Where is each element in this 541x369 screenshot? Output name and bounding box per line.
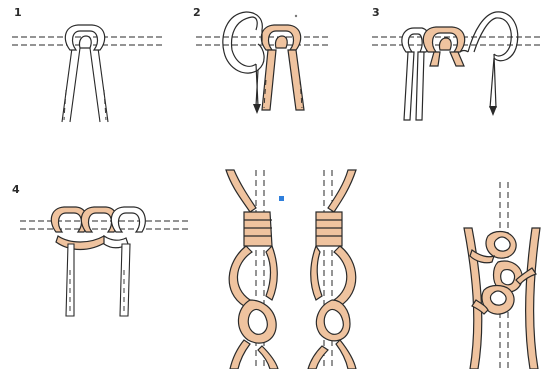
working-cord	[223, 12, 264, 106]
step-3-label: 3	[372, 6, 380, 19]
alternating-chain-panel	[464, 182, 540, 369]
knot-row	[51, 207, 145, 250]
step-1-label: 1	[14, 6, 22, 19]
accent-dot	[279, 196, 284, 201]
alternating-knots	[464, 228, 540, 369]
hanging-cords	[66, 244, 130, 316]
arrow-down-icon	[253, 104, 261, 114]
working-cord	[460, 12, 518, 108]
speck	[295, 15, 297, 17]
holding-cord	[20, 221, 188, 229]
right-chain	[308, 170, 356, 369]
step-1-panel: 1	[12, 6, 164, 122]
step-4-label: 4	[12, 183, 20, 196]
step-3-panel: 3	[372, 6, 540, 120]
arrow-down-icon	[489, 106, 497, 116]
larks-head-loop	[65, 25, 104, 50]
left-chain	[226, 170, 278, 369]
hanging-cords	[62, 48, 108, 122]
tan-larks-head	[423, 27, 464, 66]
holding-cord	[372, 37, 540, 45]
step-2-label: 2	[193, 6, 201, 19]
step-2-panel: 2	[193, 6, 330, 114]
chain-panel	[226, 170, 356, 369]
tan-larks-head	[261, 25, 304, 110]
step-4-panel: 4	[12, 183, 188, 316]
